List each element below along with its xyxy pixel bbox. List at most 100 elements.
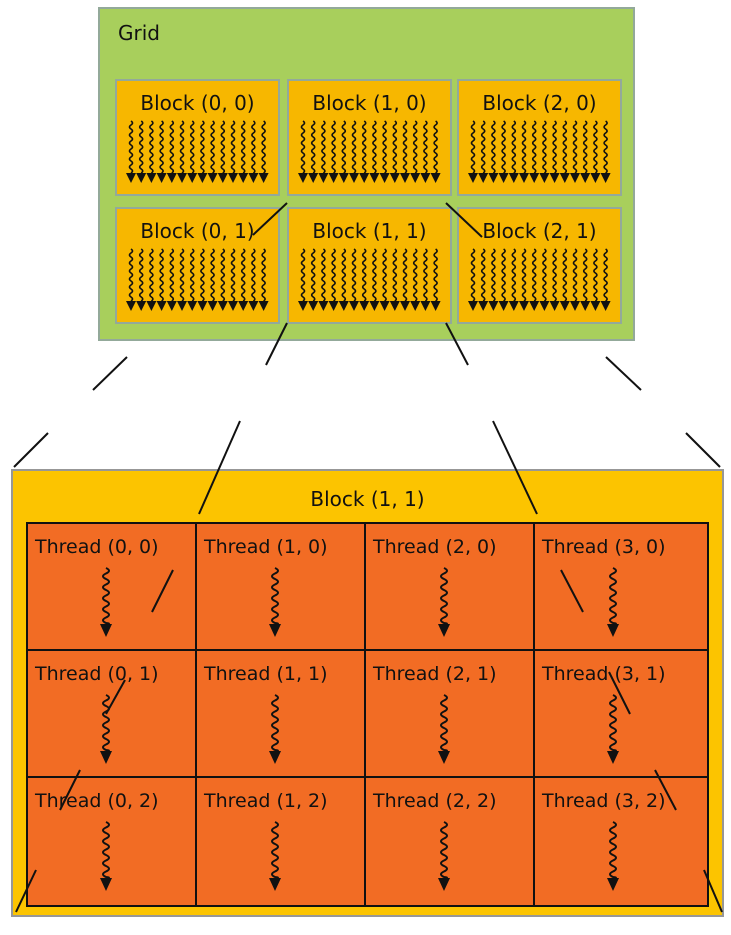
thread-2-1: Thread (2, 1) bbox=[366, 651, 535, 778]
block-1-0: Block (1, 0) bbox=[287, 79, 452, 196]
connector-line-left-outer bbox=[13, 432, 49, 468]
thread-wavy-icon bbox=[341, 120, 347, 174]
thread-wavy-icon bbox=[138, 120, 144, 174]
thread-wavy-icon bbox=[102, 694, 110, 752]
thread-wavy-icon bbox=[542, 120, 547, 174]
arrowhead-icon bbox=[136, 301, 147, 311]
thread-wavy-icon bbox=[159, 120, 164, 174]
thread-3-2: Thread (3, 2) bbox=[535, 778, 707, 905]
thread-table: Thread (0, 0) Thread (1, 0) Thread (2, 0… bbox=[26, 522, 709, 907]
arrowhead-icon bbox=[559, 173, 570, 183]
arrowhead-icon bbox=[478, 173, 489, 183]
arrowhead-icon bbox=[488, 301, 499, 311]
arrowhead-icon bbox=[349, 301, 359, 311]
thread-wavy-icon bbox=[480, 120, 486, 174]
thread-wavy-icon bbox=[321, 120, 326, 174]
thread-wavy-icon bbox=[582, 248, 588, 302]
thread-wavy-icon bbox=[240, 120, 246, 174]
connector-line-through-cell bbox=[59, 769, 81, 811]
arrowhead-icon bbox=[338, 173, 349, 183]
thread-wavy-icon bbox=[321, 248, 326, 302]
thread-wavy-icon bbox=[433, 248, 438, 302]
connector-line-through-cell bbox=[15, 869, 37, 913]
thread-wavy-icon bbox=[382, 248, 387, 302]
thread-wavy-icon bbox=[149, 120, 154, 174]
thread-wavy-icon bbox=[440, 567, 448, 625]
thread-wavy-icon bbox=[440, 694, 448, 752]
thread-wavy-icon bbox=[271, 821, 279, 879]
thread-3-0: Thread (3, 0) bbox=[535, 524, 707, 651]
arrowhead-icon bbox=[359, 301, 370, 311]
thread-wavy-icon bbox=[501, 248, 506, 302]
thread-wavy-icon bbox=[572, 248, 578, 302]
thread-wavy-icon bbox=[552, 120, 557, 174]
block-label: Block (0, 0) bbox=[140, 91, 255, 115]
thread-wavy-icon bbox=[609, 821, 617, 879]
thread-1-2: Thread (1, 2) bbox=[197, 778, 366, 905]
thread-wavy-icon bbox=[603, 120, 608, 174]
arrowhead-icon bbox=[166, 173, 177, 183]
connector-line-block-left bbox=[252, 202, 288, 236]
block-detail-title: Block (1, 1) bbox=[310, 487, 425, 511]
arrowhead-icon bbox=[389, 301, 400, 311]
thread-wavy-icon bbox=[261, 248, 266, 302]
arrowhead-icon bbox=[607, 751, 619, 764]
arrowhead-icon bbox=[359, 173, 370, 183]
thread-wavy-icon bbox=[331, 120, 336, 174]
arrowhead-icon bbox=[539, 301, 550, 311]
thread-0-2: Thread (0, 2) bbox=[28, 778, 197, 905]
arrowhead-icon bbox=[156, 301, 167, 311]
arrowhead-icon bbox=[197, 301, 208, 311]
arrowhead-icon bbox=[136, 173, 147, 183]
arrowhead-icon bbox=[488, 173, 499, 183]
thread-wavy-icon bbox=[300, 120, 306, 174]
thread-wavy-icon bbox=[361, 248, 367, 302]
thread-wavy-icon bbox=[582, 120, 588, 174]
arrowhead-icon bbox=[338, 301, 349, 311]
connector-line-through-cell bbox=[608, 671, 631, 715]
thread-wavy-icon bbox=[240, 248, 246, 302]
arrowhead-icon bbox=[580, 301, 591, 311]
thread-wavy-icon bbox=[210, 248, 215, 302]
thread-wavy-icon bbox=[572, 120, 578, 174]
thread-wavy-icon bbox=[331, 248, 336, 302]
thread-wavy-icon bbox=[501, 120, 506, 174]
arrowhead-icon bbox=[207, 173, 218, 183]
arrowhead-icon bbox=[308, 173, 319, 183]
arrowhead-icon bbox=[410, 173, 421, 183]
thread-label: Thread (0, 2) bbox=[35, 790, 159, 812]
thread-wavy-icon bbox=[593, 248, 598, 302]
arrowhead-icon bbox=[269, 624, 281, 637]
thread-2-0: Thread (2, 0) bbox=[366, 524, 535, 651]
arrowhead-icon bbox=[478, 301, 489, 311]
arrowhead-icon bbox=[207, 301, 218, 311]
thread-wavy-icon bbox=[179, 120, 185, 174]
thread-wavy-icon bbox=[521, 120, 527, 174]
thread-wavy-icon bbox=[440, 821, 448, 879]
thread-0-0: Thread (0, 0) bbox=[28, 524, 197, 651]
arrowhead-icon bbox=[228, 301, 238, 311]
thread-wavy-icon bbox=[361, 120, 367, 174]
arrowhead-icon bbox=[248, 173, 259, 183]
thread-wavy-icon bbox=[251, 120, 256, 174]
thread-wavy-icon bbox=[102, 567, 110, 625]
thread-wavy-icon bbox=[128, 248, 134, 302]
thread-wavy-icon bbox=[511, 248, 517, 302]
arrowhead-icon bbox=[607, 624, 619, 637]
arrowhead-icon bbox=[379, 301, 390, 311]
arrowhead-icon bbox=[146, 301, 157, 311]
thread-wavy-icon bbox=[271, 694, 279, 752]
arrowhead-icon bbox=[187, 301, 198, 311]
arrowhead-icon bbox=[318, 301, 329, 311]
thread-0-1: Thread (0, 1) bbox=[28, 651, 197, 778]
thread-wavy-icon bbox=[531, 248, 537, 302]
thread-label: Thread (2, 1) bbox=[373, 663, 497, 685]
arrowhead-icon bbox=[600, 173, 611, 183]
arrowhead-icon bbox=[349, 173, 359, 183]
block-0-1: Block (0, 1) bbox=[115, 207, 280, 324]
thread-wavy-icon bbox=[552, 248, 557, 302]
arrowhead-icon bbox=[379, 173, 390, 183]
arrowhead-icon bbox=[549, 301, 560, 311]
thread-glyphs bbox=[468, 248, 611, 311]
